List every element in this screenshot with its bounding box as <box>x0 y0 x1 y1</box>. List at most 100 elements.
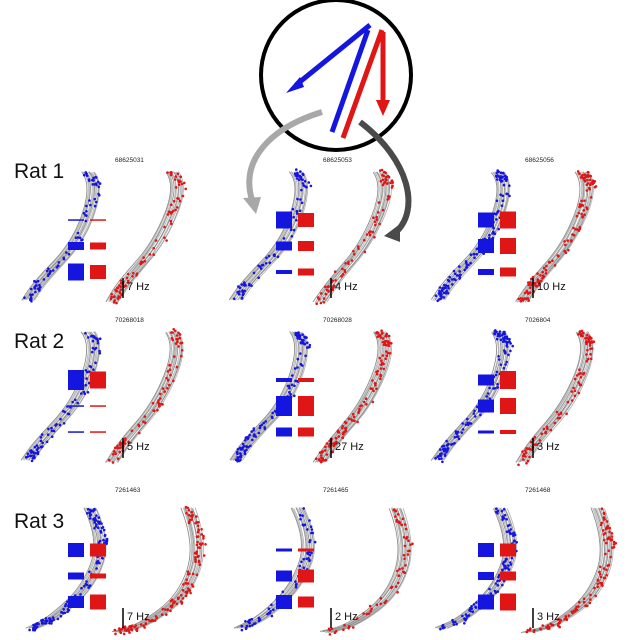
right-spike-dot <box>379 367 383 370</box>
left-spike-dot <box>436 455 440 459</box>
left-spike-dot <box>294 331 298 335</box>
left-spike-dot <box>97 516 101 519</box>
right-spike-dot <box>178 333 182 336</box>
right-spike-dot <box>602 511 606 515</box>
right-spike-dot <box>175 365 179 369</box>
left-rate-bar <box>276 270 292 274</box>
right-spike-dot <box>603 538 606 542</box>
left-spike-dot <box>24 456 28 459</box>
left-spike-dot <box>434 456 437 460</box>
left-spike-dot <box>290 383 294 387</box>
trajectory-line <box>326 332 392 462</box>
trajectory-line <box>526 331 592 463</box>
left-spike-dot <box>310 531 313 535</box>
cell-id-label: 70268018 <box>115 317 144 324</box>
left-spike-dot <box>95 514 98 517</box>
right-spike-dot <box>154 239 158 242</box>
right-spike-dot <box>526 459 530 463</box>
left-spike-dot <box>250 430 253 433</box>
left-spike-dot <box>37 622 40 626</box>
right-spike-dot <box>575 605 578 609</box>
left-spike-dot <box>50 435 54 439</box>
right-spike-dot <box>197 554 200 558</box>
right-spike-dot <box>195 543 199 547</box>
left-spike-dot <box>243 449 247 453</box>
left-spike-dot <box>267 254 271 258</box>
right-rate-bar <box>298 213 314 227</box>
right-spike-dot <box>166 608 169 611</box>
left-spike-dot <box>485 395 489 398</box>
right-spike-dot <box>385 332 389 336</box>
right-spike-dot <box>114 452 117 456</box>
right-spike-dot <box>113 446 117 450</box>
left-spike-dot <box>503 332 507 336</box>
right-spike-dot <box>391 181 395 184</box>
right-spike-dot <box>517 463 520 467</box>
left-spike-dot <box>240 283 244 286</box>
left-spike-dot <box>95 200 98 204</box>
left-spike-dot <box>512 531 516 534</box>
right-spike-dot <box>572 226 575 230</box>
right-spike-dot <box>116 297 120 300</box>
right-spike-dot <box>375 387 378 391</box>
left-spike-dot <box>40 446 43 449</box>
right-spike-dot <box>540 432 543 436</box>
left-spike-dot <box>85 210 88 213</box>
right-spike-dot <box>525 447 528 450</box>
right-spike-dot <box>344 426 348 430</box>
right-spike-dot <box>170 331 173 334</box>
right-spike-dot <box>608 537 612 540</box>
left-spike-dot <box>62 608 65 611</box>
left-spike-dot <box>303 179 307 183</box>
left-spike-dot <box>264 262 268 265</box>
left-spike-dot <box>469 253 473 256</box>
left-spike-dot <box>304 354 308 358</box>
left-spike-dot <box>248 282 251 286</box>
right-spike-dot <box>156 409 159 412</box>
left-spike-dot <box>310 551 313 555</box>
right-spike-dot <box>394 509 398 513</box>
right-spike-dot <box>187 513 191 517</box>
left-spike-dot <box>59 614 63 618</box>
right-spike-dot <box>575 374 579 377</box>
right-spike-dot <box>411 542 414 546</box>
left-spike-dot <box>94 346 98 350</box>
left-spike-dot <box>96 339 100 343</box>
right-rate-bar <box>90 219 106 221</box>
right-spike-dot <box>586 174 590 178</box>
right-spike-dot <box>566 239 569 242</box>
left-spike-dot <box>84 331 87 335</box>
right-spike-dot <box>600 507 604 511</box>
right-spike-dot <box>173 355 176 358</box>
right-spike-dot <box>128 625 132 628</box>
right-rate-bar <box>500 267 516 277</box>
right-spike-dot <box>122 632 126 636</box>
right-spike-dot <box>115 301 118 305</box>
left-spike-dot <box>508 531 512 534</box>
right-spike-dot <box>383 601 387 604</box>
right-spike-dot <box>358 407 361 411</box>
right-spike-dot <box>580 199 583 203</box>
right-spike-dot <box>172 328 175 331</box>
left-spike-dot <box>76 231 80 235</box>
left-spike-dot <box>454 278 457 282</box>
right-spike-dot <box>522 458 525 461</box>
left-rate-bar <box>68 263 84 281</box>
trajectory-line <box>113 507 193 633</box>
right-spike-dot <box>171 338 174 342</box>
left-rate-bar <box>276 570 292 582</box>
left-spike-dot <box>29 296 33 300</box>
left-spike-dot <box>479 413 482 417</box>
right-spike-dot <box>587 337 590 341</box>
right-spike-dot <box>163 225 166 229</box>
right-spike-dot <box>519 299 523 303</box>
right-spike-dot <box>184 581 187 585</box>
left-spike-dot <box>98 349 101 353</box>
left-spike-dot <box>32 628 35 632</box>
right-spike-dot <box>541 624 544 627</box>
right-spike-dot <box>157 399 160 402</box>
left-spike-dot <box>270 614 274 618</box>
left-spike-dot <box>41 620 44 624</box>
right-spike-dot <box>112 295 116 299</box>
right-spike-dot <box>177 345 180 348</box>
